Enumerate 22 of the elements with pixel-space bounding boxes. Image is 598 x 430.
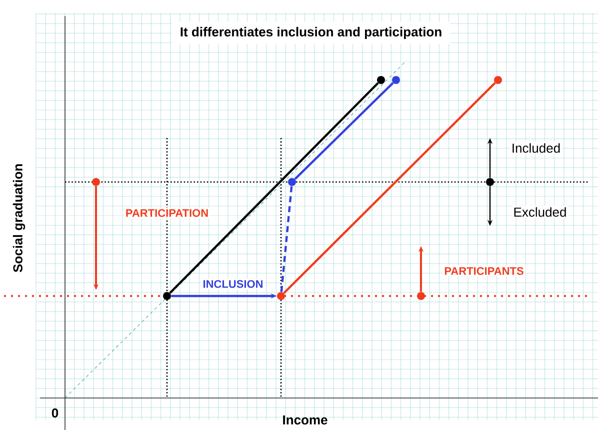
axis-label: Income [283, 415, 328, 425]
edge-label: PARTICIPATION [124, 208, 210, 218]
title: It differentiates inclusion and participation [172, 22, 450, 44]
line [294, 82, 394, 180]
edge-label: Excluded [512, 206, 568, 218]
dot [288, 178, 296, 186]
dot [486, 178, 494, 186]
axis-label: 0 [52, 408, 58, 418]
axis-label: Social graduation [12, 164, 26, 272]
dot [392, 76, 400, 84]
edge-label: PARTICIPANTS [442, 266, 526, 276]
line [169, 82, 379, 294]
dot [377, 76, 385, 84]
edge-label: Included [510, 142, 562, 154]
dot [163, 292, 171, 300]
dot [92, 178, 100, 186]
dot [417, 292, 425, 300]
line [283, 82, 496, 294]
dot [277, 292, 285, 300]
dot [494, 76, 502, 84]
line [280, 186, 293, 292]
edge-label: INCLUSION [201, 278, 265, 290]
